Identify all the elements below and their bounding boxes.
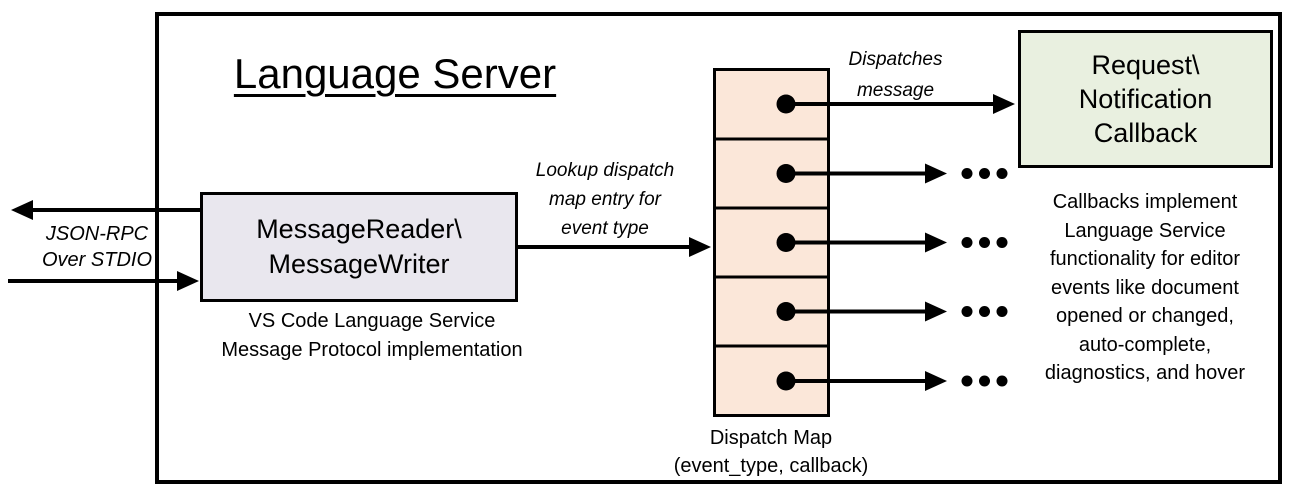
lookup-dispatch-label: Lookup dispatch map entry for event type xyxy=(535,160,675,239)
language-server-boundary-box xyxy=(155,12,1282,484)
message-box-caption: VS Code Language Service Message Protoco… xyxy=(221,310,523,361)
request-notification-callback-box: Request\ Notification Callback xyxy=(1018,30,1273,168)
callbacks-explanation-text: Callbacks implement Language Service fun… xyxy=(1044,191,1246,384)
request-notification-callback-label: Request\ Notification Callback xyxy=(1078,50,1213,148)
message-reader-writer-box: MessageReader\ MessageWriter xyxy=(200,192,518,302)
json-rpc-stdio-label: JSON-RPC Over STDIO xyxy=(41,223,152,271)
dispatch-map-caption: Dispatch Map (event_type, callback) xyxy=(673,427,869,477)
message-reader-writer-label: MessageReader\ MessageWriter xyxy=(256,214,462,279)
diagram-title: Language Server xyxy=(233,50,557,97)
dispatches-message-label: Dispatches message xyxy=(848,49,943,101)
